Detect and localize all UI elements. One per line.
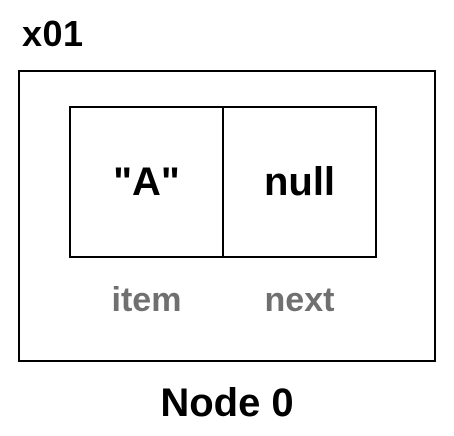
node-address: x01 bbox=[22, 13, 84, 54]
node-caption: Node 0 bbox=[160, 381, 294, 425]
next-field-value: null bbox=[263, 159, 336, 204]
node-container bbox=[18, 70, 436, 362]
next-field-label: next bbox=[264, 281, 335, 319]
item-field-value: "A" bbox=[113, 159, 180, 204]
next-field-cell: null bbox=[222, 106, 377, 258]
item-field-label: item bbox=[111, 281, 182, 319]
item-field-cell: "A" bbox=[69, 106, 224, 258]
